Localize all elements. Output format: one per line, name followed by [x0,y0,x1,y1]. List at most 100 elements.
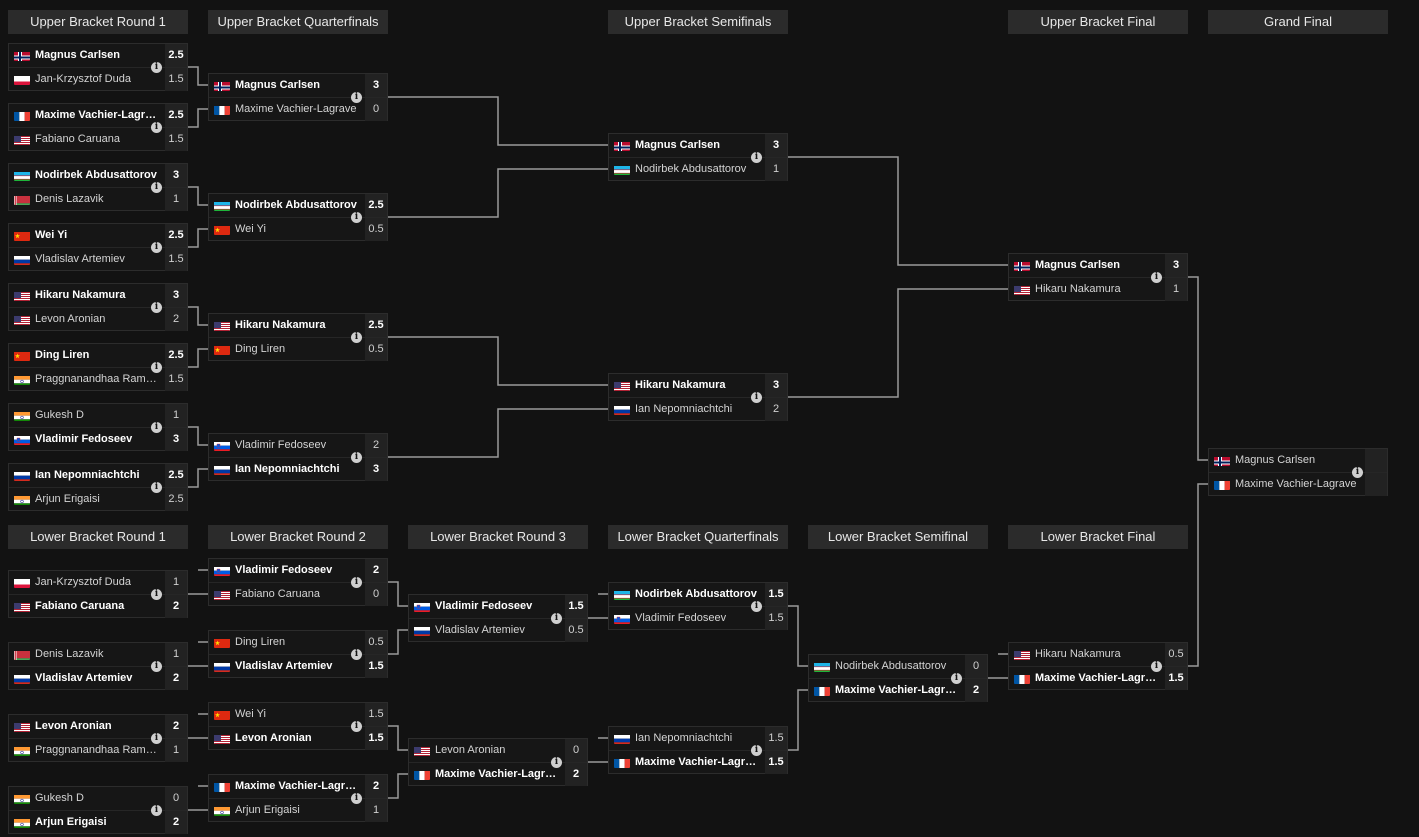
info-icon[interactable]: i [951,673,962,684]
info-icon[interactable]: i [151,122,162,133]
info-icon[interactable]: i [151,182,162,193]
info-icon[interactable]: i [151,482,162,493]
info-icon[interactable]: i [351,452,362,463]
info-icon[interactable]: i [351,212,362,223]
info-icon[interactable]: i [351,649,362,660]
match-player-row[interactable]: Praggnanandhaa Rameshbabu1.5 [9,367,187,391]
info-icon[interactable]: i [551,757,562,768]
match-player-row[interactable]: Magnus Carlsen [1209,449,1387,472]
info-icon[interactable]: i [751,601,762,612]
info-icon[interactable]: i [151,242,162,253]
info-icon[interactable]: i [1151,272,1162,283]
info-icon[interactable]: i [351,332,362,343]
match-player-row[interactable]: Maxime Vachier-Lagrave [1209,472,1387,496]
info-icon[interactable]: i [551,613,562,624]
info-icon[interactable]: i [151,62,162,73]
match-player-row[interactable]: Praggnanandhaa Rameshbabu1 [9,738,187,762]
info-icon[interactable]: i [351,793,362,804]
info-icon[interactable]: i [151,805,162,816]
info-icon[interactable]: i [351,92,362,103]
info-icon[interactable]: i [751,745,762,756]
info-icon[interactable]: i [751,152,762,163]
info-icon[interactable]: i [351,721,362,732]
info-icon[interactable]: i [151,422,162,433]
info-icon[interactable]: i [151,733,162,744]
info-icon[interactable]: i [151,302,162,313]
info-icon[interactable]: i [1151,661,1162,672]
info-icon[interactable]: i [151,661,162,672]
info-icon[interactable]: i [1352,467,1363,478]
